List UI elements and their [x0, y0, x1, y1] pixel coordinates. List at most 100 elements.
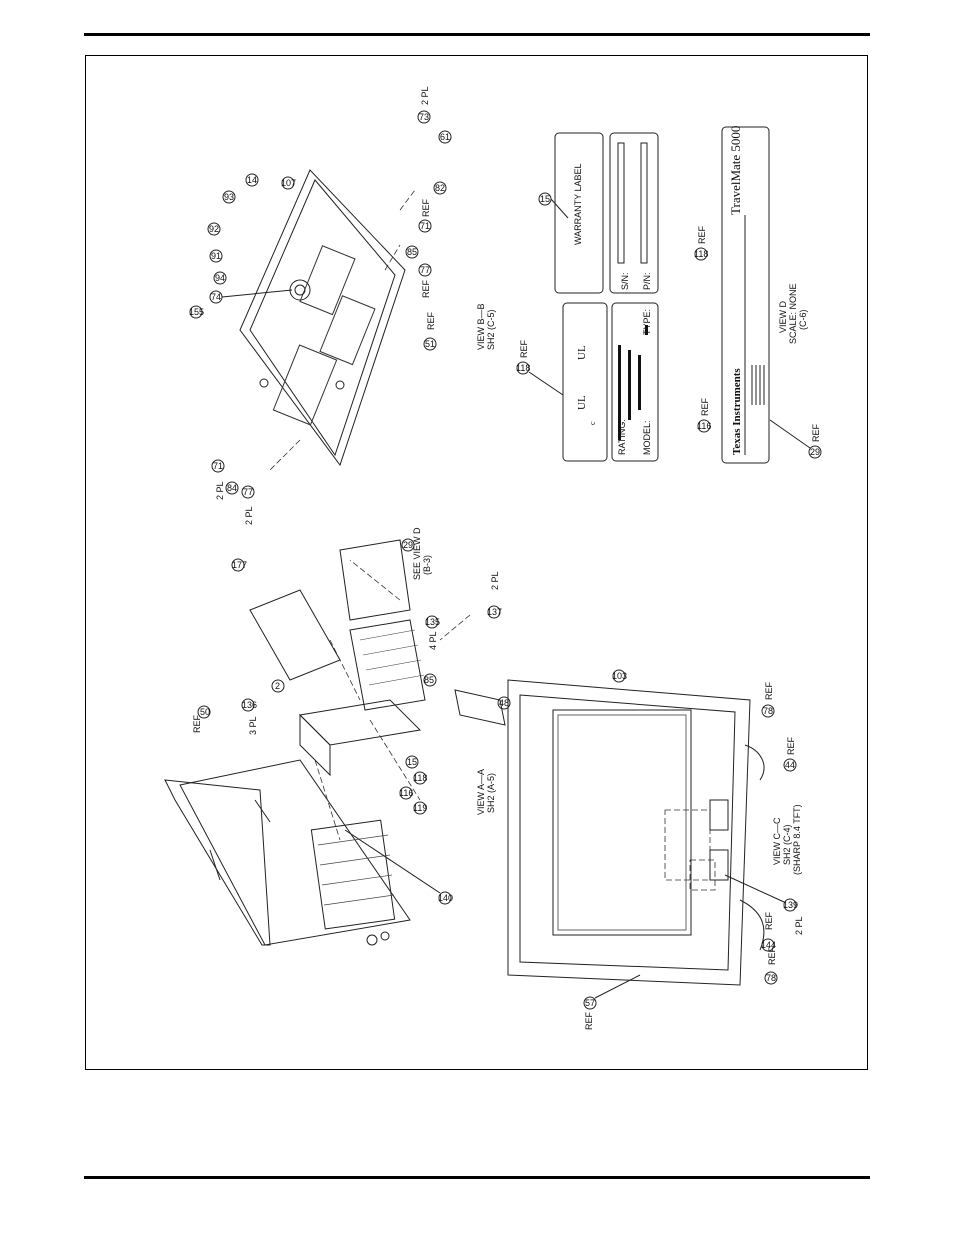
- callout-136: 3 PL 136: [241, 698, 258, 735]
- callout-2-number: 2: [275, 681, 280, 691]
- callout-118b-ref: REF: [519, 339, 529, 358]
- callout-71a-number: 71: [213, 461, 223, 471]
- bottom-case: [239, 169, 406, 467]
- label-block-29: [339, 539, 411, 621]
- callout-29a: 29 SEE VIEW D (B-3): [401, 527, 432, 580]
- callout-77b-number: 77: [420, 265, 430, 275]
- callout-71a-quantity: 2 PL: [215, 481, 225, 500]
- callout-50: 50 REF: [192, 705, 211, 733]
- callout-78b: 78 REF: [764, 946, 778, 985]
- callout-71b-ref: REF: [421, 198, 431, 217]
- callout-29b-number: 29: [810, 447, 820, 457]
- callout-77a-quantity: 2 PL: [244, 506, 254, 525]
- callout-119a: 119: [413, 801, 427, 815]
- callout-71b: 71 REF: [418, 198, 432, 233]
- bottom-rule: [84, 1176, 870, 1179]
- rating-text: RATING:: [617, 419, 627, 455]
- view-d-scale: SCALE: NONE: [788, 283, 798, 344]
- top-cover-part: [164, 779, 271, 946]
- ul-mark-1: UL: [576, 395, 588, 410]
- ul-label-upper: [562, 302, 608, 462]
- callout-137-number: 137: [487, 607, 502, 617]
- callout-50-ref: REF: [192, 714, 202, 733]
- part-number-text: P/N:: [642, 272, 652, 290]
- callout-85a-number: 85: [424, 675, 434, 685]
- serial-label: [609, 132, 659, 294]
- callout-73: 73 2 PL: [417, 86, 431, 124]
- view-a-a-ref: SH2 (A-5): [486, 773, 496, 813]
- callout-93-number: 93: [224, 192, 234, 202]
- rating-label: [611, 302, 659, 462]
- callout-135-number: 135: [425, 617, 440, 627]
- callout-82-number: 82: [435, 183, 445, 193]
- brand-texas-instruments: Texas Instruments: [731, 368, 743, 455]
- callout-78b-ref: REF: [767, 946, 777, 965]
- callout-155: 155: [189, 305, 204, 319]
- callout-77b-ref: REF: [421, 279, 431, 298]
- view-d: UL c UL RATING: MODEL: TYPE: WARRANTY LA…: [516, 126, 822, 464]
- view-c-c-note: (SHARP 8.4 TFT): [792, 804, 802, 875]
- callout-85b-number: 85: [407, 247, 417, 257]
- callout-92-number: 92: [209, 224, 219, 234]
- callout-135-quantity: 4 PL: [428, 631, 438, 650]
- top-cover-body: [179, 759, 411, 946]
- display-bezel: [507, 679, 751, 986]
- display-panel: [552, 709, 692, 936]
- callout-57: 57 REF: [583, 974, 641, 1030]
- callout-118a: 118: [413, 771, 427, 785]
- see-view-d-ref: (B-3): [422, 555, 432, 575]
- callout-139: 139 2 PL: [724, 874, 804, 935]
- callout-44-ref: REF: [786, 736, 796, 755]
- callout-136-number: 136: [242, 700, 257, 710]
- callout-44-number: 44: [785, 760, 795, 770]
- callout-137: 137 2 PL: [487, 571, 502, 619]
- callout-51: 51 REF: [423, 311, 437, 351]
- callout-82: 82: [433, 181, 447, 195]
- callout-144-number: 144: [761, 940, 776, 950]
- callout-116a: 116: [399, 786, 413, 800]
- callout-73-quantity: 2 PL: [420, 86, 430, 105]
- callout-144: 144 REF: [761, 911, 776, 952]
- callout-118c-ref: REF: [697, 225, 707, 244]
- see-view-d-label: SEE VIEW D: [412, 527, 422, 580]
- callout-74-number: 74: [211, 292, 221, 302]
- callout-15a: 15: [405, 755, 419, 769]
- callout-135: 135 4 PL: [425, 615, 440, 650]
- callout-15b: 15: [538, 192, 569, 219]
- callout-29b: 29 REF: [769, 419, 822, 459]
- callout-84: 84: [225, 481, 239, 495]
- callout-78a-number: 78: [763, 706, 773, 716]
- bracket-85: [349, 619, 426, 711]
- warranty-label: [554, 132, 604, 294]
- callout-44: 44 REF: [783, 736, 797, 772]
- callout-140-number: 140: [438, 893, 453, 903]
- callout-51-ref: REF: [426, 311, 436, 330]
- callout-118c: 118 REF: [694, 225, 708, 261]
- warranty-text: WARRANTY LABEL: [573, 163, 583, 245]
- callout-91: 91: [209, 249, 223, 263]
- callout-61: 61: [438, 130, 452, 144]
- callout-48-number: 48: [499, 698, 509, 708]
- callout-77a-number: 77: [243, 487, 253, 497]
- serial-number-text: S/N:: [620, 272, 630, 290]
- callout-57-ref: REF: [584, 1011, 594, 1030]
- callout-2: 2: [271, 679, 285, 693]
- callout-14-number: 14: [247, 175, 257, 185]
- callout-137-quantity: 2 PL: [490, 571, 500, 590]
- callout-107-number: 107: [281, 178, 296, 188]
- callout-177-number: 177: [232, 560, 247, 570]
- callout-71b-number: 71: [420, 221, 430, 231]
- callout-92: 92: [207, 222, 221, 236]
- callout-74: 74: [209, 289, 293, 304]
- view-a-a-title: VIEW A—A: [476, 769, 486, 815]
- brand-label: [721, 126, 770, 464]
- label-sheet-177: [249, 589, 341, 681]
- model-text: MODEL:: [642, 420, 652, 455]
- callout-94-number: 94: [215, 273, 225, 283]
- callout-94: 94: [213, 271, 227, 285]
- view-c-c-title: VIEW C—C: [772, 817, 782, 865]
- callout-103: 103: [612, 669, 627, 683]
- callout-139-quantity: 2 PL: [794, 916, 804, 935]
- ul-c-mark: c: [588, 421, 597, 425]
